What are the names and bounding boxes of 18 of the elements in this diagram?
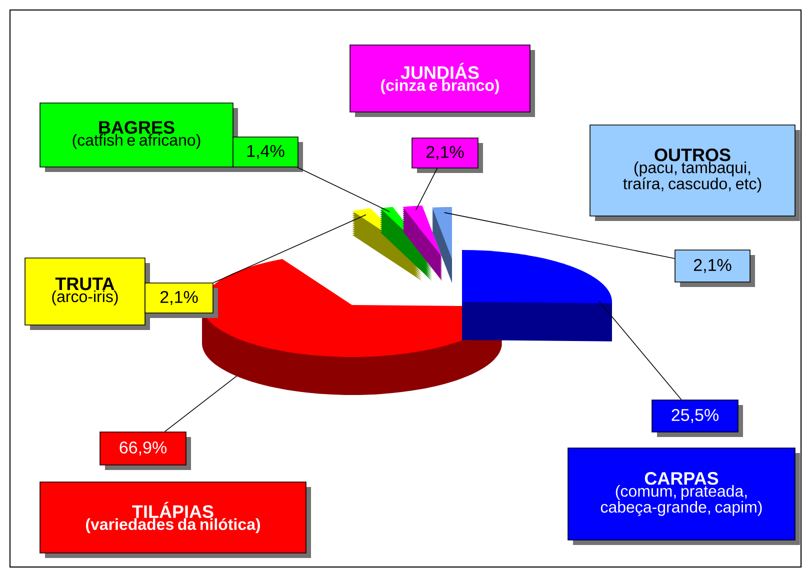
percentage-box: 2,1%: [674, 250, 755, 287]
label-box: TILÁPIAS (variedades da nilótica): [40, 482, 311, 558]
pie-slice: [432, 207, 452, 283]
percentage-box: 1,4%: [232, 136, 303, 172]
percentage-box: 2,1%: [412, 138, 483, 173]
leader-line: [297, 167, 390, 212]
label-box: OUTROS (pacu, tambaqui, traíra, cascudo, etc): [590, 124, 800, 221]
percentage-box: 66,9%: [100, 432, 191, 470]
percentage-box: 25,5%: [652, 400, 743, 437]
label-box: JUNDIÁS (cinza e branco): [350, 44, 535, 117]
label-box: CARPAS (comum, prateada, cabeça-grande, capim): [568, 448, 800, 545]
leader-line: [164, 376, 238, 432]
pie-slice: [462, 250, 612, 342]
leader-line: [213, 214, 366, 284]
percentage-box: 2,1%: [144, 282, 218, 318]
label-box: TRUTA (arco-iris): [24, 258, 150, 330]
label-box: BAGRES (catfish e africano): [40, 102, 238, 172]
leader-line: [598, 300, 682, 400]
